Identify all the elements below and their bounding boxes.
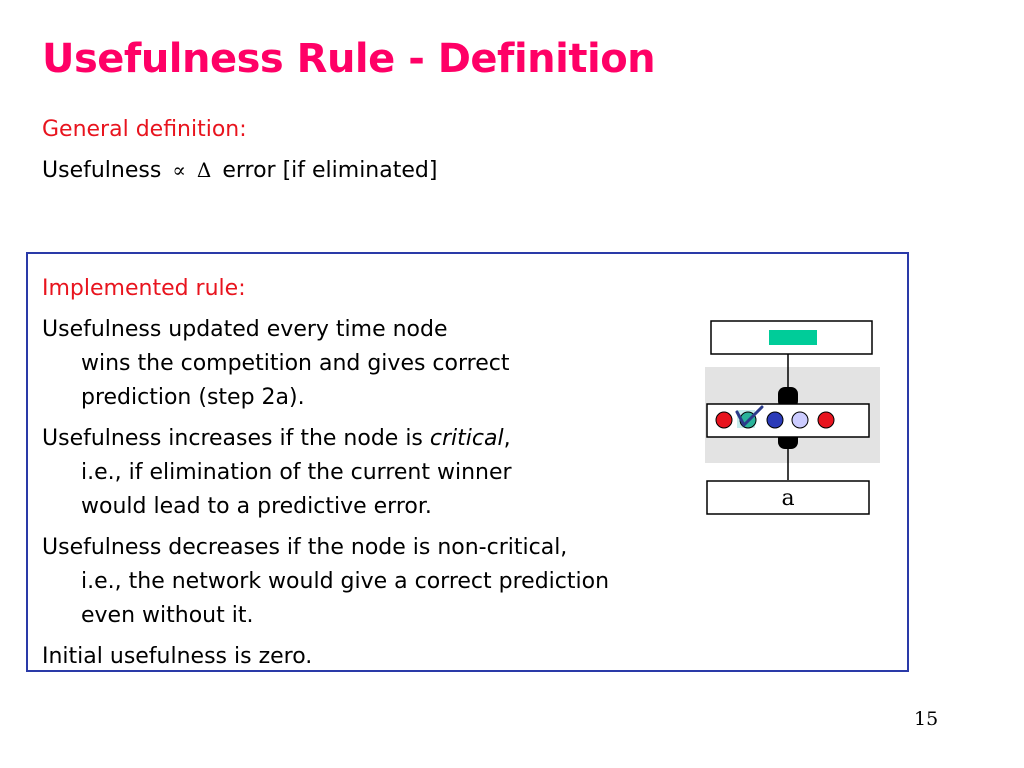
page-number: 15 <box>914 708 939 730</box>
para-text: Usefulness increases if the node is <box>42 426 430 451</box>
rule-paragraph-decreases: Usefulness decreases if the node is non-… <box>42 531 609 633</box>
node-blue <box>766 411 784 429</box>
para-comma: , <box>503 426 511 451</box>
formula-left: Usefulness <box>42 158 162 183</box>
para-line: even without it. <box>81 603 254 628</box>
node-red-left <box>715 411 733 429</box>
usefulness-formula: Usefulness ∝ Δ error [if eliminated] <box>42 158 437 183</box>
rule-paragraph-initial: Initial usefulness is zero. <box>42 640 312 674</box>
general-definition-heading: General definition: <box>42 117 247 142</box>
check-mark-icon <box>735 405 764 427</box>
para-line: Usefulness updated every time node <box>42 317 448 342</box>
para-line: wins the competition and gives correct <box>81 351 510 376</box>
para-line: Initial usefulness is zero. <box>42 644 313 669</box>
implemented-rule-heading: Implemented rule: <box>42 276 246 301</box>
connector-pill-top <box>778 387 798 408</box>
delta-symbol: Δ <box>196 158 212 182</box>
para-line: i.e., if elimination of the current winn… <box>81 460 512 485</box>
para-line: i.e., the network would give a correct p… <box>81 569 610 594</box>
critical-emphasis: critical <box>429 426 504 451</box>
node-lavender <box>791 411 809 429</box>
proportional-symbol: ∝ <box>172 158 186 182</box>
rule-paragraph-increases: Usefulness increases if the node is crit… <box>42 422 512 524</box>
output-bar <box>769 330 817 345</box>
slide-title: Usefulness Rule - Definition <box>42 36 656 82</box>
rule-paragraph-updated: Usefulness updated every time node wins … <box>42 313 509 415</box>
para-line: Usefulness increases if the node is crit… <box>42 422 512 456</box>
input-box <box>706 480 870 515</box>
node-layer-box <box>706 403 870 438</box>
para-line: Usefulness decreases if the node is non-… <box>42 535 568 560</box>
input-label: a <box>781 486 794 511</box>
implemented-rule-frame <box>26 252 909 672</box>
formula-right: error [if eliminated] <box>222 158 438 183</box>
para-line: would lead to a predictive error. <box>81 494 432 519</box>
para-line: prediction (step 2a). <box>81 385 305 410</box>
network-diagram: a <box>705 320 880 515</box>
node-red-right <box>817 411 835 429</box>
